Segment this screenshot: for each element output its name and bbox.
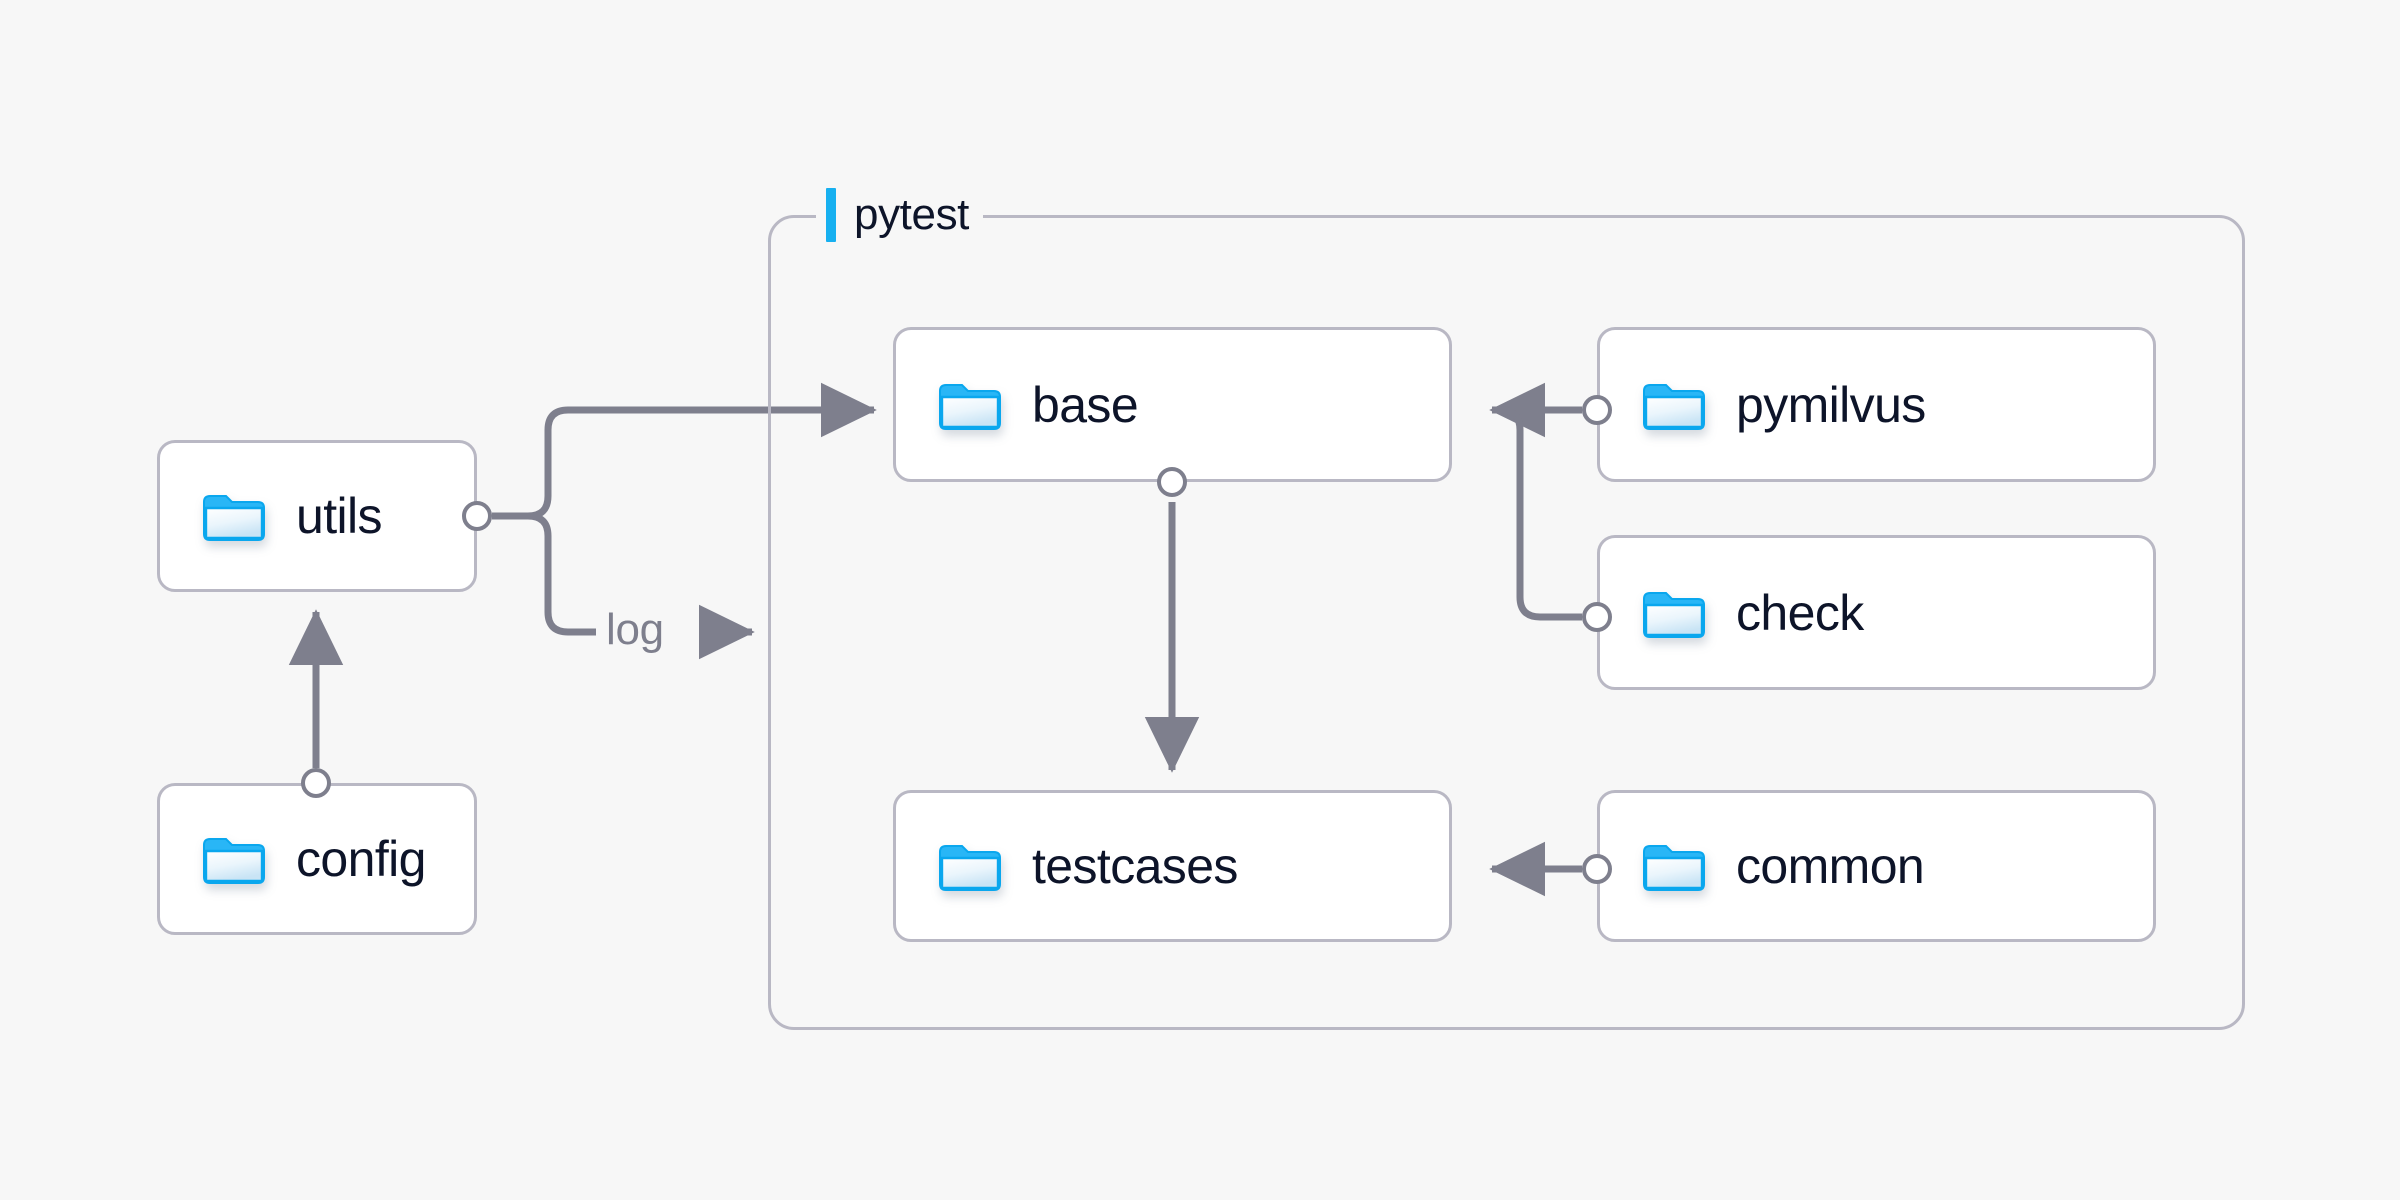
node-common-label: common <box>1736 838 1925 894</box>
folder-icon <box>202 833 266 885</box>
port-utils-right[interactable] <box>462 501 492 531</box>
folder-icon <box>202 490 266 542</box>
node-config-label: config <box>296 831 426 887</box>
node-common[interactable]: common <box>1597 790 2156 942</box>
port-common-left[interactable] <box>1582 854 1612 884</box>
group-title-text: pytest <box>854 190 969 239</box>
edge-label-log: log <box>606 605 664 654</box>
node-check-label: check <box>1736 584 1864 641</box>
node-utils[interactable]: utils <box>157 440 477 592</box>
node-base[interactable]: base <box>893 327 1452 482</box>
folder-icon <box>1642 840 1706 892</box>
node-check[interactable]: check <box>1597 535 2156 690</box>
folder-icon <box>1642 587 1706 639</box>
edge-utils-log <box>492 512 596 636</box>
node-pymilvus-label: pymilvus <box>1736 376 1926 433</box>
node-testcases-label: testcases <box>1032 838 1238 894</box>
group-pytest-label: pytest <box>816 187 983 243</box>
node-utils-label: utils <box>296 488 383 544</box>
folder-icon <box>938 379 1002 431</box>
folder-icon <box>938 840 1002 892</box>
port-pymilvus-left[interactable] <box>1582 395 1612 425</box>
node-base-label: base <box>1032 376 1139 433</box>
group-accent-bar <box>826 188 836 242</box>
port-base-bottom[interactable] <box>1157 467 1187 497</box>
node-testcases[interactable]: testcases <box>893 790 1452 942</box>
node-pymilvus[interactable]: pymilvus <box>1597 327 2156 482</box>
port-check-left[interactable] <box>1582 602 1612 632</box>
group-pytest[interactable] <box>768 215 2245 1030</box>
node-config[interactable]: config <box>157 783 477 935</box>
folder-icon <box>1642 379 1706 431</box>
port-config-top[interactable] <box>301 768 331 798</box>
